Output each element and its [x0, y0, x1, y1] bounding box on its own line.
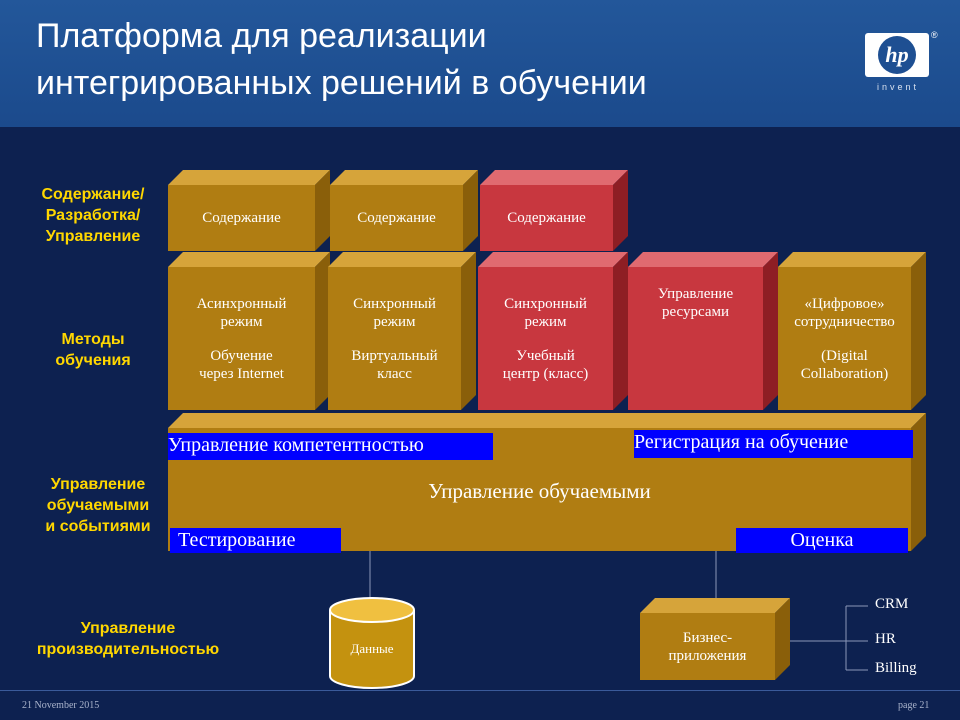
logo-tagline: invent [876, 82, 920, 92]
method-box-async: Асинхронный режим Обучение через Interne… [168, 252, 330, 410]
footer-date: 21 November 2015 [22, 700, 100, 711]
method-label: ресурсами [661, 304, 729, 320]
method-label: Управление [657, 286, 734, 302]
business-apps-label: Бизнес- [682, 629, 733, 646]
hp-logo: hp [865, 33, 929, 77]
row-label-content: Содержание/ Разработка/ Управление [28, 184, 158, 247]
method-label: режим [220, 313, 263, 330]
svg-text:hp: hp [885, 42, 908, 67]
footer-page-number: page 21 [898, 700, 930, 711]
method-label: Асинхронный [196, 295, 287, 312]
content-box-3: Содержание [480, 170, 628, 251]
row-label-methods: Методы обучения [28, 329, 158, 371]
method-box-sync-center: Синхронный режим Учебный центр (класс) [478, 252, 628, 410]
database-cylinder-icon [329, 597, 415, 689]
slide-title-line-2: интегрированных решений в обучении [36, 64, 647, 102]
method-box-resources: Управление ресурсами [628, 252, 778, 410]
content-box-label: Содержание [202, 210, 281, 226]
hr-label: HR [875, 631, 896, 647]
row-label-learners: Управление обучаемыми и событиями [28, 474, 168, 537]
training-registration-label: Регистрация на обучение [634, 430, 913, 458]
method-box-sync-virtual: Синхронный режим Виртуальный класс [328, 252, 476, 410]
testing-label: Тестирование [170, 528, 341, 553]
method-label: «Цифровое» [804, 295, 885, 312]
assessment-label: Оценка [736, 528, 908, 553]
row-label-line: обучения [55, 352, 131, 369]
business-apps-box: Бизнес- приложения [640, 598, 790, 680]
method-label: сотрудничество [794, 313, 895, 330]
row-label-line: обучаемыми [46, 497, 150, 514]
method-box-digital: «Цифровое» сотрудничество (Digital Colla… [778, 252, 926, 410]
method-label: режим [373, 313, 416, 330]
method-label: через Internet [199, 365, 284, 382]
billing-label: Billing [875, 660, 917, 676]
method-label: класс [377, 365, 412, 382]
method-label: Обучение [210, 347, 273, 364]
title-bar: Платформа для реализации интегрированных… [0, 0, 960, 127]
method-label: режим [524, 313, 567, 330]
method-label: Учебный [516, 347, 575, 364]
method-label: Синхронный [504, 295, 587, 312]
slide-title-line-1: Платформа для реализации [36, 17, 487, 55]
method-label: (Digital [821, 347, 868, 364]
row-label-line: и событиями [45, 518, 151, 535]
row-label-line: Управление [80, 620, 176, 637]
method-label: Синхронный [353, 295, 436, 312]
row-label-line: Управление [50, 476, 146, 493]
crm-label: CRM [875, 596, 909, 612]
row-label-line: Методы [61, 331, 125, 348]
method-label: центр (класс) [502, 365, 589, 382]
method-label: Виртуальный [351, 347, 438, 364]
hp-logo-mark-icon: hp [878, 36, 916, 74]
competence-management-label: Управление компетентностью [168, 433, 493, 460]
method-label: Collaboration) [800, 365, 889, 382]
row-label-line: Содержание/ [41, 186, 145, 203]
row-label-line: Разработка/ [45, 207, 141, 224]
content-box-label: Содержание [507, 210, 586, 226]
footer-divider [0, 690, 960, 691]
content-box-2: Содержание [330, 170, 478, 251]
content-box-1: Содержание [168, 170, 330, 251]
business-apps-label: приложения [668, 647, 747, 664]
data-label: Данные [350, 641, 394, 656]
row-label-line: Управление [45, 228, 141, 245]
learner-management-title: Управление обучаемыми [428, 479, 651, 503]
row-label-line: производительностью [36, 641, 220, 658]
logo-registered-mark: ® [931, 30, 938, 40]
content-box-label: Содержание [357, 210, 436, 226]
row-label-performance: Управление производительностью [28, 618, 228, 660]
